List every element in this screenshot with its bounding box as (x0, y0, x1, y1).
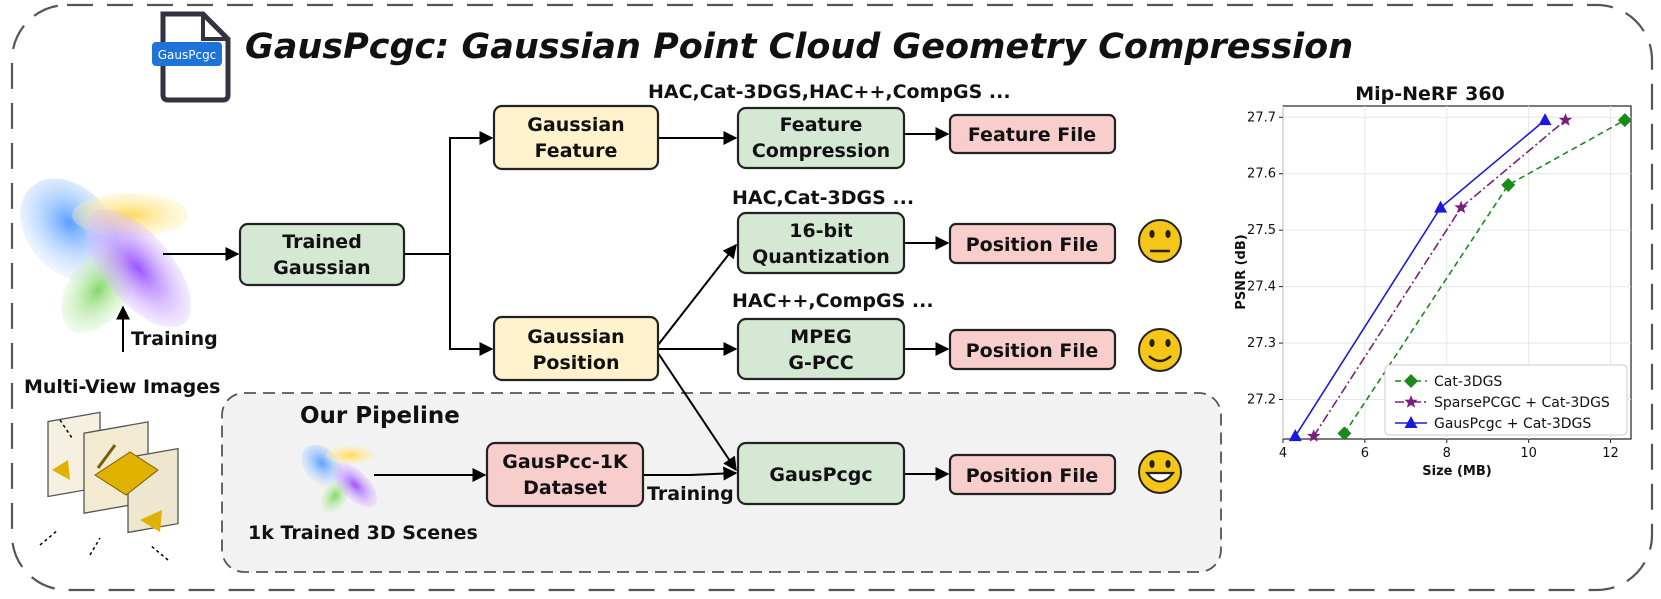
y-tick-label: 27.2 (1247, 392, 1276, 407)
svg-text:GausPcgc: GausPcgc (769, 464, 872, 486)
x-tick-label: 6 (1361, 446, 1369, 461)
gaussian-position-box: Gaussian Position (492, 315, 660, 382)
x-tick-label: 10 (1520, 446, 1537, 461)
legend-marker (1404, 395, 1418, 408)
data-point-marker (1337, 426, 1352, 441)
trained-gaussian-box: Trained Gaussian (238, 222, 406, 287)
file-icon-label: GausPcgc (158, 48, 217, 62)
svg-text:Compression: Compression (752, 140, 890, 162)
gaussian-feature-box: Gaussian Feature (492, 104, 660, 171)
data-point-marker (1617, 113, 1632, 128)
svg-text:16-bit: 16-bit (789, 220, 853, 242)
dataset-box: GausPcc-1K Dataset (485, 441, 645, 508)
figure-title: GausPcgc: Gaussian Point Cloud Geometry … (245, 27, 1353, 67)
scenes-blobs-icon (301, 444, 378, 514)
position-file-box-1: Position File (948, 222, 1117, 265)
y-axis-label: PSNR (dB) (1234, 234, 1249, 309)
file-icon: GausPcgc (152, 11, 231, 103)
y-tick-label: 27.7 (1247, 110, 1276, 125)
left-training-label: Training (131, 328, 218, 350)
data-point-marker (1307, 429, 1321, 442)
y-tick-label: 27.6 (1247, 167, 1276, 182)
x-tick-label: 12 (1602, 446, 1619, 461)
pipeline-training-label: Training (647, 483, 734, 505)
pipeline-region (221, 392, 1222, 573)
outer-frame (10, 3, 1654, 592)
mpeg-gpcc-box: MPEG G-PCC (736, 317, 906, 381)
svg-text:Trained: Trained (282, 231, 362, 253)
y-tick-label: 27.3 (1247, 336, 1276, 351)
gauspcgc-box: GausPcgc (736, 441, 906, 506)
legend-marker (1404, 374, 1418, 388)
mpeg-methods-note: HAC++,CompGS ... (732, 290, 934, 312)
y-tick-label: 27.4 (1247, 280, 1276, 295)
y-tick-label: 27.5 (1247, 223, 1276, 238)
multi-view-images-icon (39, 411, 179, 561)
feature-methods-note: HAC,Cat-3DGS,HAC++,CompGS ... (648, 81, 1011, 103)
x-tick-label: 4 (1279, 446, 1287, 461)
feature-file-box: Feature File (948, 113, 1117, 155)
svg-text:Quantization: Quantization (752, 246, 890, 268)
chart-title: Mip-NeRF 360 (1355, 83, 1505, 105)
data-point-marker (1558, 113, 1573, 126)
svg-text:Gaussian: Gaussian (527, 114, 624, 136)
multi-view-label: Multi-View Images (24, 376, 220, 398)
svg-text:Feature File: Feature File (968, 124, 1096, 146)
legend-label: GausPcgc + Cat-3DGS (1434, 416, 1591, 432)
big-smile-face-icon (1138, 450, 1182, 494)
svg-text:Gaussian: Gaussian (527, 326, 624, 348)
data-point-marker (1288, 429, 1302, 442)
svg-text:Position File: Position File (966, 234, 1098, 256)
legend-label: SparsePCGC + Cat-3DGS (1434, 395, 1610, 411)
svg-text:MPEG: MPEG (790, 326, 851, 348)
slight-smile-face-icon (1138, 328, 1182, 372)
svg-text:Gaussian: Gaussian (273, 257, 370, 279)
data-point-marker (1454, 200, 1468, 214)
legend-label: Cat-3DGS (1434, 374, 1502, 390)
svg-text:Feature: Feature (780, 114, 863, 136)
chart-legend: Cat-3DGS SparsePCGC + Cat-3DGS GausPcgc + … (1384, 364, 1628, 436)
feature-compression-box: Feature Compression (736, 106, 906, 170)
svg-text:G-PCC: G-PCC (788, 352, 853, 374)
svg-text:Position File: Position File (966, 340, 1098, 362)
pipeline-title: Our Pipeline (300, 403, 460, 429)
position-file-box-3: Position File (948, 453, 1117, 496)
quantization-box: 16-bit Quantization (736, 211, 906, 275)
svg-text:Dataset: Dataset (523, 477, 607, 499)
connectors (163, 127, 950, 482)
svg-text:Position File: Position File (966, 465, 1098, 487)
svg-text:GausPcc-1K: GausPcc-1K (502, 451, 629, 473)
x-axis-label: Size (MB) (1422, 464, 1491, 479)
data-point-marker (1538, 113, 1552, 126)
legend-marker (1404, 416, 1418, 428)
scenes-label: 1k Trained 3D Scenes (248, 522, 478, 544)
x-tick-label: 8 (1443, 446, 1451, 461)
data-point-marker (1434, 200, 1448, 213)
data-point-marker (1501, 178, 1516, 193)
neutral-face-icon (1138, 219, 1182, 263)
svg-text:Position: Position (533, 352, 620, 374)
psnr-chart: Mip-NeRF 360 4 6 8 10 12 27.2 27.3 27.4 27.5 27.6… (1234, 83, 1632, 479)
quantization-methods-note: HAC,Cat-3DGS ... (732, 187, 914, 209)
svg-text:Feature: Feature (535, 140, 618, 162)
position-file-box-2: Position File (948, 328, 1117, 371)
gaussian-blobs-icon (20, 178, 192, 333)
